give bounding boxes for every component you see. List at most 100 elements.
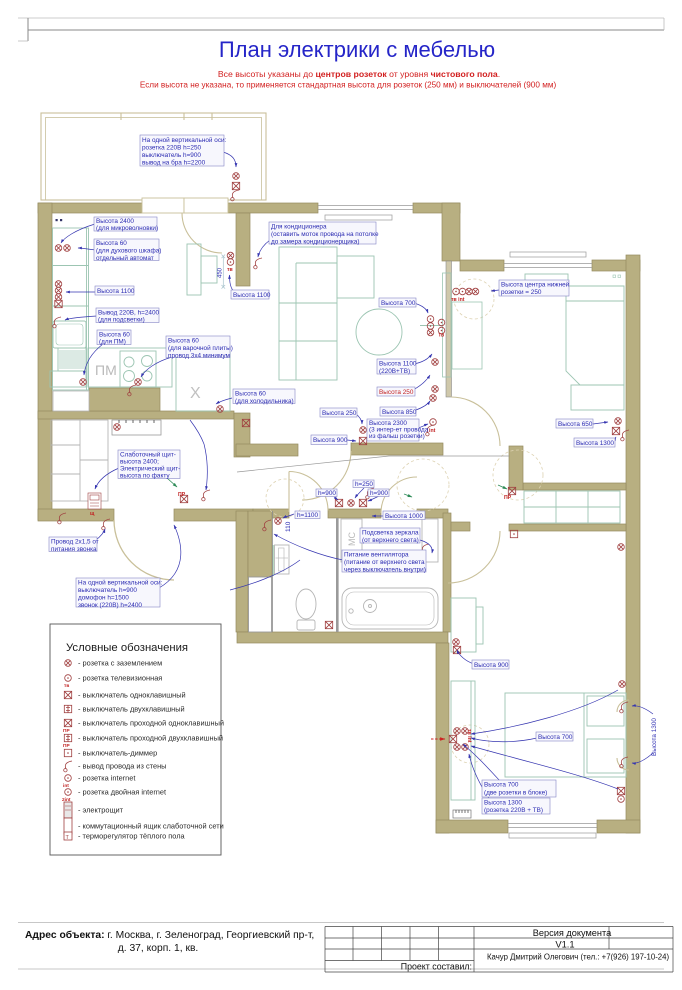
svg-text:Высота 250: Высота 250 — [322, 410, 357, 417]
svg-text:отдельный автомат: отдельный автомат — [96, 254, 154, 262]
svg-text:- электрощит: - электрощит — [78, 806, 124, 815]
svg-text:450: 450 — [218, 267, 224, 278]
svg-text:тв: тв — [227, 267, 233, 273]
svg-text:Подсветка зеркала: Подсветка зеркала — [362, 530, 419, 537]
svg-text:(для подсветки): (для подсветки) — [98, 317, 145, 324]
svg-text:- выключатель проходной двухкл: - выключатель проходной двухклавишный — [78, 734, 223, 743]
svg-text:(для холодильника): (для холодильника) — [235, 398, 294, 405]
svg-text:Высота 250: Высота 250 — [379, 389, 414, 396]
svg-text:Питание вентилятора: Питание вентилятора — [344, 552, 409, 559]
svg-text:(для варочной плиты): (для варочной плиты) — [168, 344, 233, 352]
svg-text:- выключатель-диммер: - выключатель-диммер — [78, 749, 157, 758]
svg-text:2int: 2int — [62, 797, 71, 803]
svg-text:выключатель h=900: выключатель h=900 — [142, 152, 201, 159]
svg-text:- терморегулятор тёплого пола: - терморегулятор тёплого пола — [78, 832, 186, 841]
svg-text:Высота 2300: Высота 2300 — [369, 420, 407, 427]
svg-text:(3 интер-ет провода: (3 интер-ет провода — [369, 427, 429, 434]
svg-text:Все высоты указаны до центров: Все высоты указаны до центров розеток от… — [218, 69, 500, 79]
svg-text:ПР: ПР — [63, 743, 70, 749]
svg-text:Вывод 220В, h=2400: Вывод 220В, h=2400 — [98, 310, 160, 317]
svg-text:План электрики с мебелью: План электрики с мебелью — [219, 37, 495, 62]
svg-text:высота по факту: высота по факту — [120, 473, 170, 480]
svg-text:вывод на бра h=2200: вывод на бра h=2200 — [142, 159, 206, 167]
svg-text:тв int: тв int — [466, 729, 472, 743]
svg-text:- розетка с заземлением: - розетка с заземлением — [78, 659, 162, 668]
svg-text:h=900: h=900 — [318, 490, 336, 497]
svg-text:ПР: ПР — [504, 495, 512, 501]
svg-text:розетки = 250: розетки = 250 — [501, 289, 542, 296]
svg-text:Высота 1100: Высота 1100 — [379, 361, 417, 368]
svg-text:(для микроволновки): (для микроволновки) — [96, 225, 158, 232]
svg-text:выключатель h=900: выключатель h=900 — [78, 587, 137, 594]
svg-text:- выключатель проходной однокл: - выключатель проходной одноклавишный — [78, 719, 224, 728]
svg-text:через выключатель внутри): через выключатель внутри) — [344, 567, 426, 574]
svg-text:h=250: h=250 — [355, 481, 373, 488]
svg-text:домофон h=1500: домофон h=1500 — [78, 595, 129, 602]
svg-text:Высота 2400: Высота 2400 — [96, 218, 134, 225]
svg-text:V1.1: V1.1 — [555, 939, 574, 950]
svg-text:Т: Т — [66, 835, 70, 841]
svg-text:Высота 1100: Высота 1100 — [97, 288, 135, 295]
svg-text:Качур Дмитрий Олегович (тел.:: Качур Дмитрий Олегович (тел.: +7(926) 19… — [487, 953, 669, 962]
svg-text:ПМ: ПМ — [95, 362, 117, 378]
svg-text:провод 3х4 минимум: провод 3х4 минимум — [168, 353, 230, 360]
svg-text:Проект составил:: Проект составил: — [401, 962, 472, 972]
svg-text:- розетка internet: - розетка internet — [78, 774, 135, 783]
svg-text:- вывод провода из стены: - вывод провода из стены — [78, 762, 166, 771]
svg-text:Слаботочный щит-: Слаботочный щит- — [120, 451, 176, 459]
svg-text:Высота 700: Высота 700 — [538, 734, 573, 741]
svg-text:Высота 900: Высота 900 — [313, 437, 348, 444]
svg-text:питания звонка: питания звонка — [51, 546, 97, 553]
svg-text:Высота 700: Высота 700 — [381, 300, 416, 307]
svg-text:Высота 1300: Высота 1300 — [651, 718, 658, 756]
svg-text:Высота 850: Высота 850 — [382, 409, 417, 416]
svg-text:Высота 1300: Высота 1300 — [576, 440, 614, 447]
svg-text:(для духового шкафа): (для духового шкафа) — [96, 248, 161, 255]
svg-text:- розетка телевизионная: - розетка телевизионная — [78, 674, 162, 683]
svg-text:(оставить моток провода на пот: (оставить моток провода на потолке — [271, 231, 379, 238]
svg-text:Высота 700: Высота 700 — [484, 782, 519, 789]
svg-text:Высота 60: Высота 60 — [168, 338, 199, 345]
svg-text:ПР: ПР — [178, 492, 186, 498]
svg-text:(питание от верхнего света: (питание от верхнего света — [344, 559, 425, 566]
svg-text:- розетка двойная internet: - розетка двойная internet — [78, 788, 166, 797]
svg-text:(для ПМ): (для ПМ) — [99, 339, 126, 346]
svg-text:Провод 2х1,5 от: Провод 2х1,5 от — [51, 539, 99, 546]
svg-text:110: 110 — [285, 521, 292, 532]
svg-text:Высота 60: Высота 60 — [96, 240, 127, 247]
svg-text:из фальш розетки): из фальш розетки) — [369, 433, 425, 440]
svg-text:int: int — [63, 783, 69, 789]
svg-text:Адрес объекта: г. Москва, г. З: Адрес объекта: г. Москва, г. Зеленоград,… — [25, 929, 314, 941]
svg-text:Высота 900: Высота 900 — [474, 662, 509, 669]
svg-text:тв: тв — [439, 333, 445, 339]
svg-text:Высота 1300: Высота 1300 — [484, 800, 522, 807]
svg-text:щ: щ — [90, 511, 95, 517]
svg-text:h=900: h=900 — [370, 490, 388, 497]
svg-text:розетка 220В h=250: розетка 220В h=250 — [142, 145, 202, 152]
svg-text:звонок (220В) h=2400: звонок (220В) h=2400 — [78, 602, 142, 609]
svg-text:- выключатель двухклавишный: - выключатель двухклавишный — [78, 705, 185, 714]
svg-text:(две розетки в блоке): (две розетки в блоке) — [484, 789, 547, 797]
svg-text:Версия документа: Версия документа — [533, 928, 612, 938]
svg-text:ПР: ПР — [63, 728, 70, 734]
svg-text:(розетка 220В + ТВ): (розетка 220В + ТВ) — [484, 807, 543, 814]
svg-text:до замера кондиционерщика): до замера кондиционерщика) — [271, 239, 360, 246]
svg-text:Если высота не указана, то при: Если высота не указана, то применяется с… — [140, 81, 557, 90]
svg-text:Высота 650: Высота 650 — [558, 421, 593, 428]
svg-text:Высота 1100: Высота 1100 — [233, 292, 271, 299]
svg-text:тв int: тв int — [451, 297, 465, 303]
svg-text:(220В+ТВ): (220В+ТВ) — [379, 368, 410, 375]
svg-text:X: X — [190, 385, 201, 402]
svg-text:- выключатель одноклавишный: - выключатель одноклавишный — [78, 691, 186, 700]
svg-text:Высота 60: Высота 60 — [235, 391, 266, 398]
svg-text:Для кондиционера: Для кондиционера — [271, 224, 327, 231]
svg-text:На одной вертикальной оси:: На одной вертикальной оси: — [78, 579, 163, 587]
svg-text:Высота 1000: Высота 1000 — [385, 513, 423, 520]
svg-text:Электрический щит-: Электрический щит- — [120, 465, 180, 473]
svg-text:МС: МС — [347, 532, 357, 546]
svg-text:На одной вертикальной оси:: На одной вертикальной оси: — [142, 136, 227, 144]
svg-text:- коммутационный ящик слаботоч: - коммутационный ящик слаботочной сети — [78, 822, 224, 831]
svg-text:высота 2400;: высота 2400; — [120, 459, 159, 466]
svg-text:д. 37, корп. 1, кв.: д. 37, корп. 1, кв. — [118, 943, 199, 954]
svg-text:Высота центра нижней: Высота центра нижней — [501, 281, 570, 289]
